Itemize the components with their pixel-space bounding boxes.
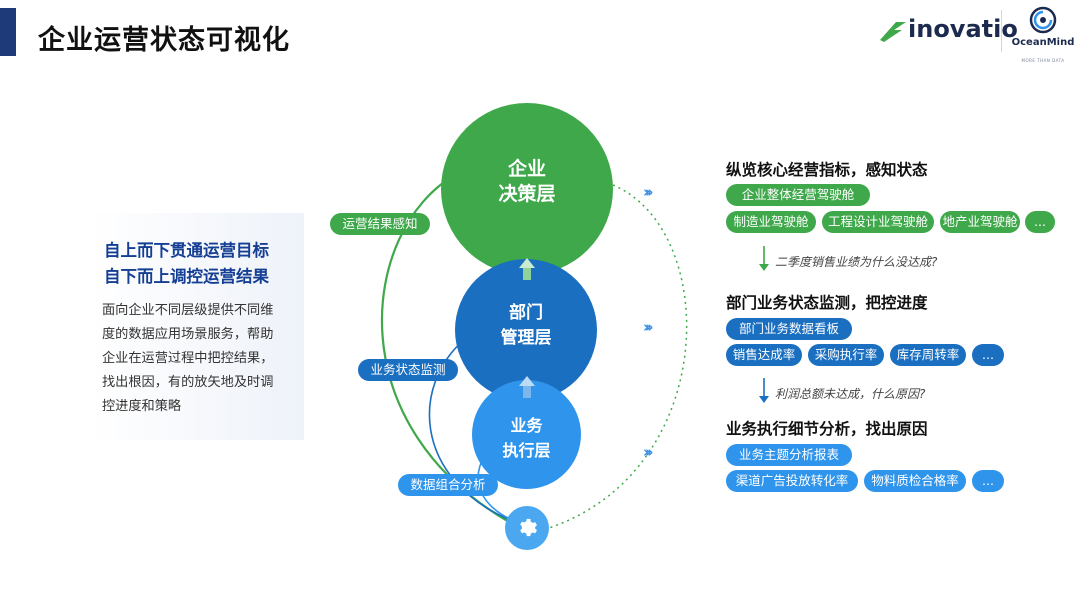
section-title-decision: 纵览核心经营指标，感知状态 [726, 161, 928, 179]
inovatio-logo-text: inovatio [908, 15, 1018, 43]
headline-top-down: 自上而下贯通运营目标 [104, 241, 269, 260]
data-analysis-pill: 数据组合分析 [398, 474, 498, 496]
oceanmind-tagline: MORE THAN DATA [1021, 58, 1065, 63]
tag-ad-conversion: 渠道广告投放转化率 [726, 470, 858, 492]
tag-dept-dashboard: 部门业务数据看板 [726, 318, 852, 340]
layer-decision: 企业 决策层 [441, 103, 613, 275]
chevrons-top: ››› [643, 183, 653, 201]
oceanmind-logo: OceanMind MORE THAN DATA [1010, 5, 1076, 63]
tag-sales-achievement: 销售达成率 [726, 344, 802, 366]
tag-enterprise-cockpit: 企业整体经营驾驶舱 [726, 184, 870, 206]
question-sales: 二季度销售业绩为什么没达成? [775, 255, 938, 269]
up-arrow-top [519, 258, 535, 268]
tag-manufacturing-cockpit: 制造业驾驶舱 [726, 211, 816, 233]
loop-line-blue [428, 334, 516, 523]
layer-execution: 业务 执行层 [472, 380, 581, 489]
chevrons-bottom: ››› [643, 443, 653, 461]
gear-icon [505, 506, 549, 550]
tag-topic-report: 业务主题分析报表 [726, 444, 852, 466]
down-arrow-green [759, 246, 769, 271]
layer-decision-label: 企业 决策层 [498, 158, 556, 205]
tag-inventory-turnover: 库存周转率 [890, 344, 966, 366]
layer-management-label: 部门 管理层 [500, 303, 552, 348]
status-monitoring-pill: 业务状态监测 [358, 359, 458, 381]
up-arrow-shaft-bottom [523, 386, 531, 398]
headline-bottom-up: 自下而上调控运营结果 [104, 267, 269, 286]
inovatio-logo-mark [880, 22, 906, 42]
tag-more-management: ... [972, 344, 1004, 366]
title-accent-bar [0, 8, 16, 56]
gear-icon-glyph [520, 518, 537, 537]
chevrons-mid: ››› [643, 318, 653, 336]
logo-divider [1001, 10, 1002, 52]
summary-description: 面向企业不同层级提供不同维度的数据应用场景服务，帮助企业在运营过程中把控结果，找… [102, 303, 274, 414]
tag-more-execution: ... [972, 470, 1004, 492]
tag-realestate-cockpit: 地产业驾驶舱 [940, 211, 1020, 233]
tag-procurement-execution: 采购执行率 [808, 344, 884, 366]
page-title: 企业运营状态可视化 [38, 25, 290, 56]
question-profit: 利润总额未达成，什么原因? [775, 387, 926, 401]
result-sensing-pill: 运营结果感知 [330, 213, 430, 235]
summary-card: 自上而下贯通运营目标 自下而上调控运营结果 面向企业不同层级提供不同维度的数据应… [90, 213, 304, 440]
up-arrow-shaft-top [523, 268, 531, 280]
tag-material-qc: 物料质检合格率 [864, 470, 966, 492]
section-title-execution: 业务执行细节分析，找出原因 [726, 420, 928, 438]
oceanmind-logo-text: OceanMind [1011, 37, 1075, 48]
tag-more-decision: ... [1025, 211, 1055, 233]
loop-line-dotted [548, 184, 688, 529]
layer-execution-label: 业务 执行层 [502, 415, 551, 460]
section-title-management: 部门业务状态监测，把控进度 [726, 294, 928, 312]
inovatio-logo: inovatio [878, 12, 1018, 48]
down-arrow-blue [759, 378, 769, 403]
up-arrow-bottom [519, 376, 535, 386]
oceanmind-logo-mark [1029, 6, 1057, 34]
tag-engineering-cockpit: 工程设计业驾驶舱 [822, 211, 934, 233]
